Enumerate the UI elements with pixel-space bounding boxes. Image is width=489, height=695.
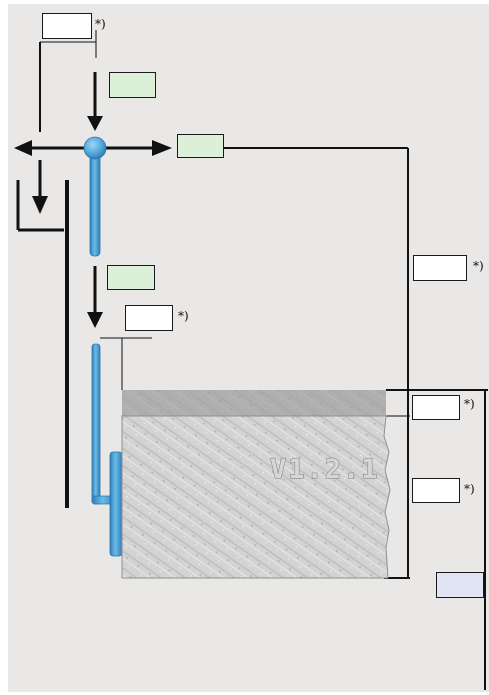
slab-body <box>121 415 391 579</box>
slab-top-footnote-mark: *) <box>464 397 475 411</box>
diagram-background <box>8 4 489 692</box>
lower-pipe <box>91 343 101 505</box>
junction-node <box>83 136 107 160</box>
slab-mid-footnote-mark: *) <box>464 482 475 496</box>
bottom-right-label-box[interactable] <box>436 572 484 598</box>
lower-flow-label-box[interactable] <box>107 265 155 290</box>
top-footnote-mark: *) <box>95 17 106 31</box>
outflow-label-box[interactable] <box>177 134 224 158</box>
right-arrow-head <box>152 140 172 156</box>
upper-pipe <box>89 151 101 257</box>
pipe-footnote-mark: *) <box>178 309 189 323</box>
pipe-label-box[interactable] <box>125 305 173 331</box>
pipe-foot <box>109 451 123 557</box>
top-label-box[interactable] <box>42 13 92 39</box>
inflow-label-box[interactable] <box>109 72 156 98</box>
right-label-box[interactable] <box>413 255 467 281</box>
slab-mid-label-box[interactable] <box>412 478 460 503</box>
left-arrow-head <box>14 140 32 156</box>
right-footnote-mark: *) <box>473 259 484 273</box>
tank-down-arrow <box>32 196 48 214</box>
slab-top-label-box[interactable] <box>412 395 460 420</box>
version-stamp: V1.2.1 <box>270 454 380 485</box>
